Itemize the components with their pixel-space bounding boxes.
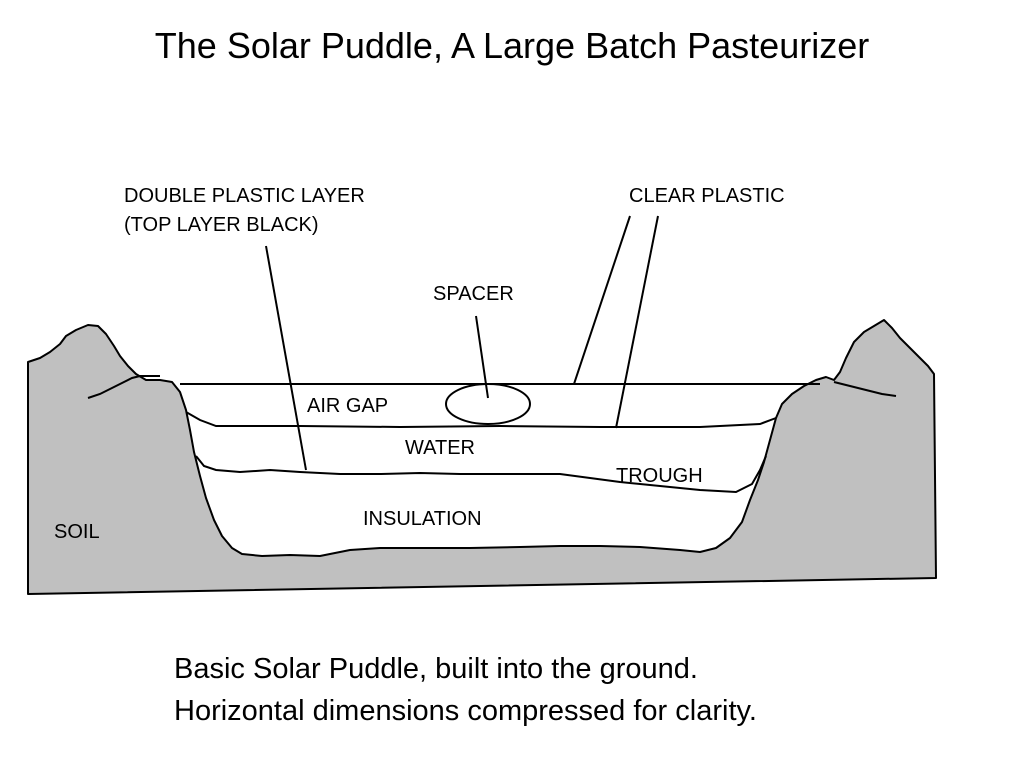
label-water: WATER [405, 437, 475, 459]
double-plastic-leader [265, 245, 307, 471]
double-plastic-layer [185, 411, 777, 429]
label-air-gap: AIR GAP [307, 395, 388, 417]
label-trough: TROUGH [616, 465, 703, 487]
soil-region [27, 319, 937, 595]
caption-line-2: Horizontal dimensions compressed for cla… [174, 695, 757, 727]
right-ground-edge [833, 381, 897, 397]
diagram-caption: Basic Solar Puddle, built into the groun… [174, 648, 757, 732]
spacer-shape [445, 383, 531, 425]
clear-plastic-leader-bottom [615, 215, 659, 429]
diagram-title: The Solar Puddle, A Large Batch Pasteuri… [154, 25, 870, 66]
caption-line-1: Basic Solar Puddle, built into the groun… [174, 653, 698, 685]
label-spacer: SPACER [433, 283, 514, 305]
spacer-leader [475, 315, 489, 399]
label-soil: SOIL [54, 521, 100, 543]
left-ground-edge [87, 375, 160, 399]
clear-plastic-leader-top [573, 215, 631, 385]
label-clear-plastic: CLEAR PLASTIC [629, 185, 785, 207]
label-double-plastic-line1: DOUBLE PLASTIC LAYER [124, 185, 365, 207]
label-insulation: INSULATION [363, 508, 482, 530]
label-double-plastic-line2: (TOP LAYER BLACK) [124, 214, 319, 236]
trough-liner [195, 455, 767, 494]
